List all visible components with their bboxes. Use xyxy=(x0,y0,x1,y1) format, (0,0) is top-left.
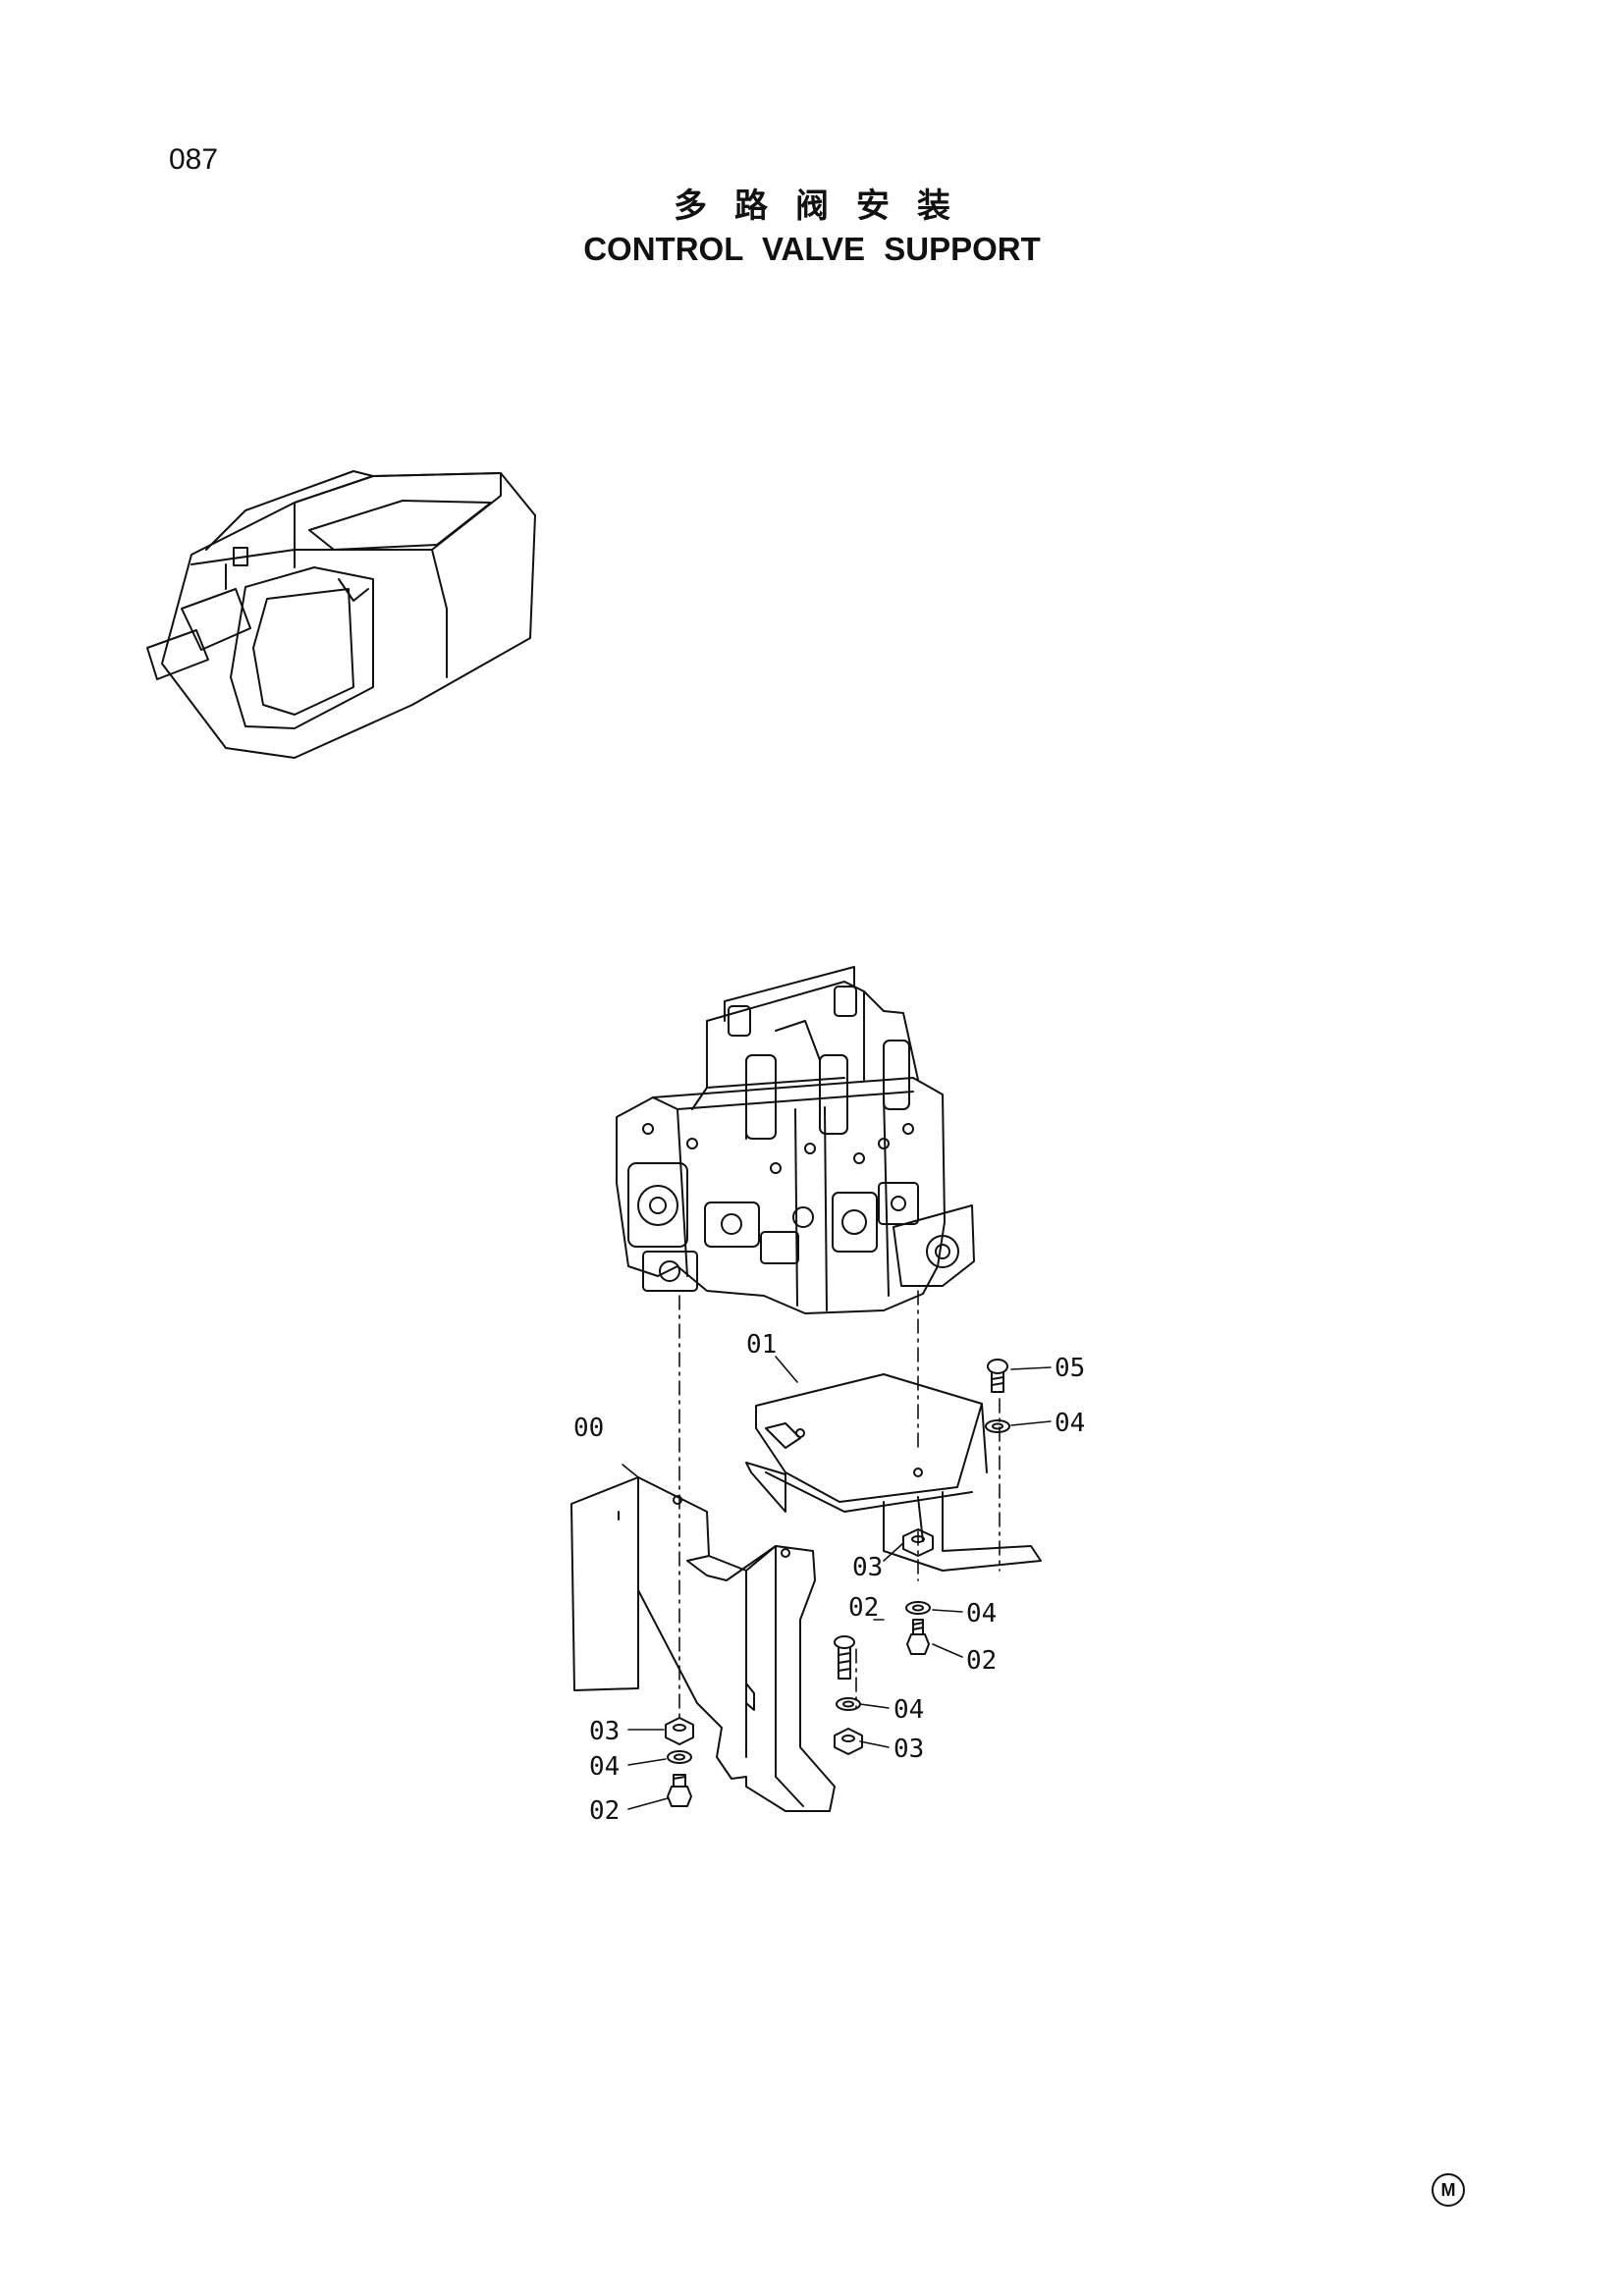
callout-01: 01 xyxy=(746,1330,777,1360)
corner-mark-badge: M xyxy=(1432,2173,1465,2207)
callout-03-mid: 03 xyxy=(852,1553,883,1582)
callout-04-low: 04 xyxy=(893,1695,924,1725)
support-stand-00-icon xyxy=(570,1476,836,1812)
callout-00: 00 xyxy=(573,1414,604,1443)
callout-04-left: 04 xyxy=(589,1752,620,1782)
page-number: 087 xyxy=(169,143,219,176)
callout-03-left: 03 xyxy=(589,1717,620,1746)
excavator-overview-icon xyxy=(146,470,536,759)
title-english: CONTROL VALVE SUPPORT xyxy=(583,231,1041,267)
alignment-lines xyxy=(678,1290,1001,1721)
fastener-group xyxy=(665,1359,1010,1807)
control-valve-assembly-icon xyxy=(616,966,975,1314)
leader-lines xyxy=(622,1356,1052,1810)
callout-04-mid: 04 xyxy=(966,1599,997,1629)
callout-03-low: 03 xyxy=(893,1735,924,1764)
callout-05: 05 xyxy=(1055,1354,1085,1383)
support-plate-01-icon xyxy=(745,1373,1042,1572)
callout-04-top: 04 xyxy=(1055,1409,1085,1438)
callout-02-left: 02 xyxy=(589,1796,620,1826)
callout-02-right: 02 xyxy=(966,1646,997,1676)
callout-02-mid: 02 xyxy=(848,1593,879,1623)
title-chinese: 多路阀安装 xyxy=(674,187,978,226)
